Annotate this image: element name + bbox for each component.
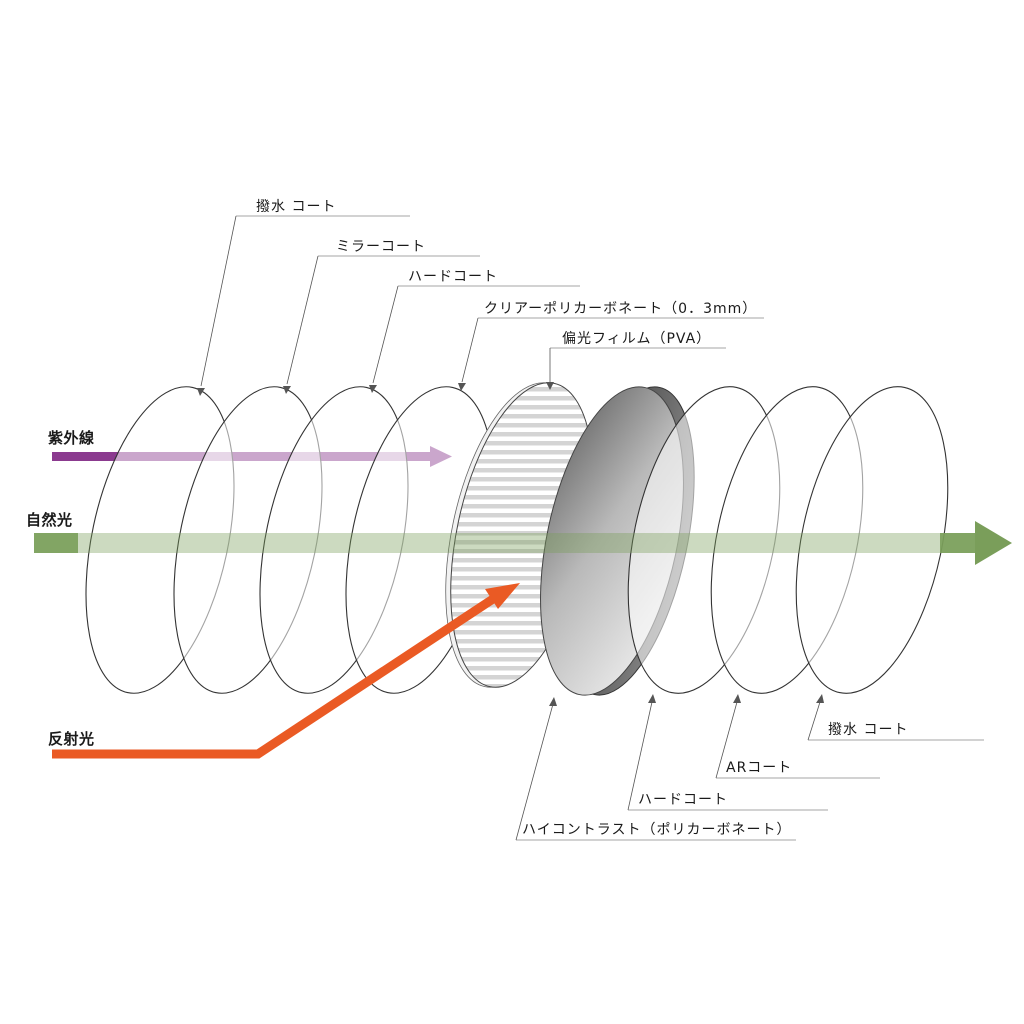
callout-ar-coat: ARコート <box>715 694 880 779</box>
label-hard-coat-front: ハードコート <box>408 269 498 285</box>
callout-water-repellent-back: 撥水 コート <box>807 694 984 741</box>
label-water-repellent-front: 撥水 コート <box>256 199 336 215</box>
natural-light-ray <box>34 521 1012 565</box>
label-mirror-coat: ミラーコート <box>336 239 426 255</box>
callout-polarizing-film: 偏光フィルム（PVA） <box>546 331 726 390</box>
label-ar-coat: ARコート <box>726 760 792 776</box>
label-clear-polycarbonate: クリアーポリカーボネート（0．3mm） <box>484 301 757 317</box>
callout-high-contrast-polycarbonate: ハイコントラスト（ポリカーボネート） <box>515 697 796 841</box>
label-water-repellent-back: 撥水 コート <box>828 722 908 738</box>
callout-water-repellent-front: 撥水 コート <box>197 199 410 396</box>
callout-mirror-coat: ミラーコート <box>283 239 480 394</box>
label-high-contrast-polycarbonate: ハイコントラスト（ポリカーボネート） <box>522 822 791 838</box>
callout-hard-coat-back: ハードコート <box>627 694 828 811</box>
label-hard-coat-back: ハードコート <box>638 792 728 808</box>
reflected-light-label: 反射光 <box>48 730 95 748</box>
callout-clear-polycarbonate: クリアーポリカーボネート（0．3mm） <box>458 301 764 391</box>
disc-water-repellent-back <box>795 386 949 694</box>
uv-label: 紫外線 <box>48 429 95 447</box>
label-polarizing-film: 偏光フィルム（PVA） <box>562 331 711 347</box>
reflected-light-ray <box>52 583 520 759</box>
callout-hard-coat-front: ハードコート <box>369 269 580 393</box>
natural-light-label: 自然光 <box>26 511 73 529</box>
